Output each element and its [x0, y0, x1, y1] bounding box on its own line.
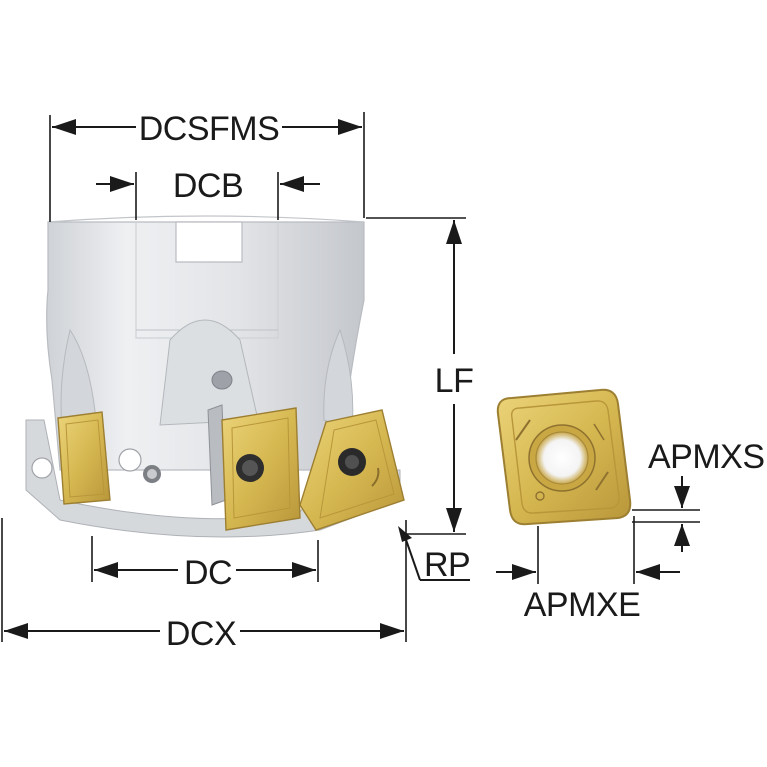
dimension-lines: [1, 112, 700, 642]
label-dcsfms: DCSFMS: [139, 110, 280, 148]
cutter-insert-left-icon: [57, 411, 111, 505]
label-apmxs: APMXS: [648, 438, 765, 476]
label-dc: DC: [184, 554, 232, 592]
label-rp: RP: [424, 546, 470, 584]
square-indexable-insert-icon: [496, 388, 632, 526]
label-lf: LF: [435, 362, 474, 400]
label-dcb: DCB: [173, 167, 243, 205]
milling-cutter-body-icon: [25, 215, 401, 538]
cutter-insert-center-icon: [221, 407, 301, 531]
cutter-insert-right-icon: [299, 409, 405, 531]
label-apmxe: APMXE: [524, 586, 641, 624]
label-dcx: DCX: [166, 615, 236, 653]
